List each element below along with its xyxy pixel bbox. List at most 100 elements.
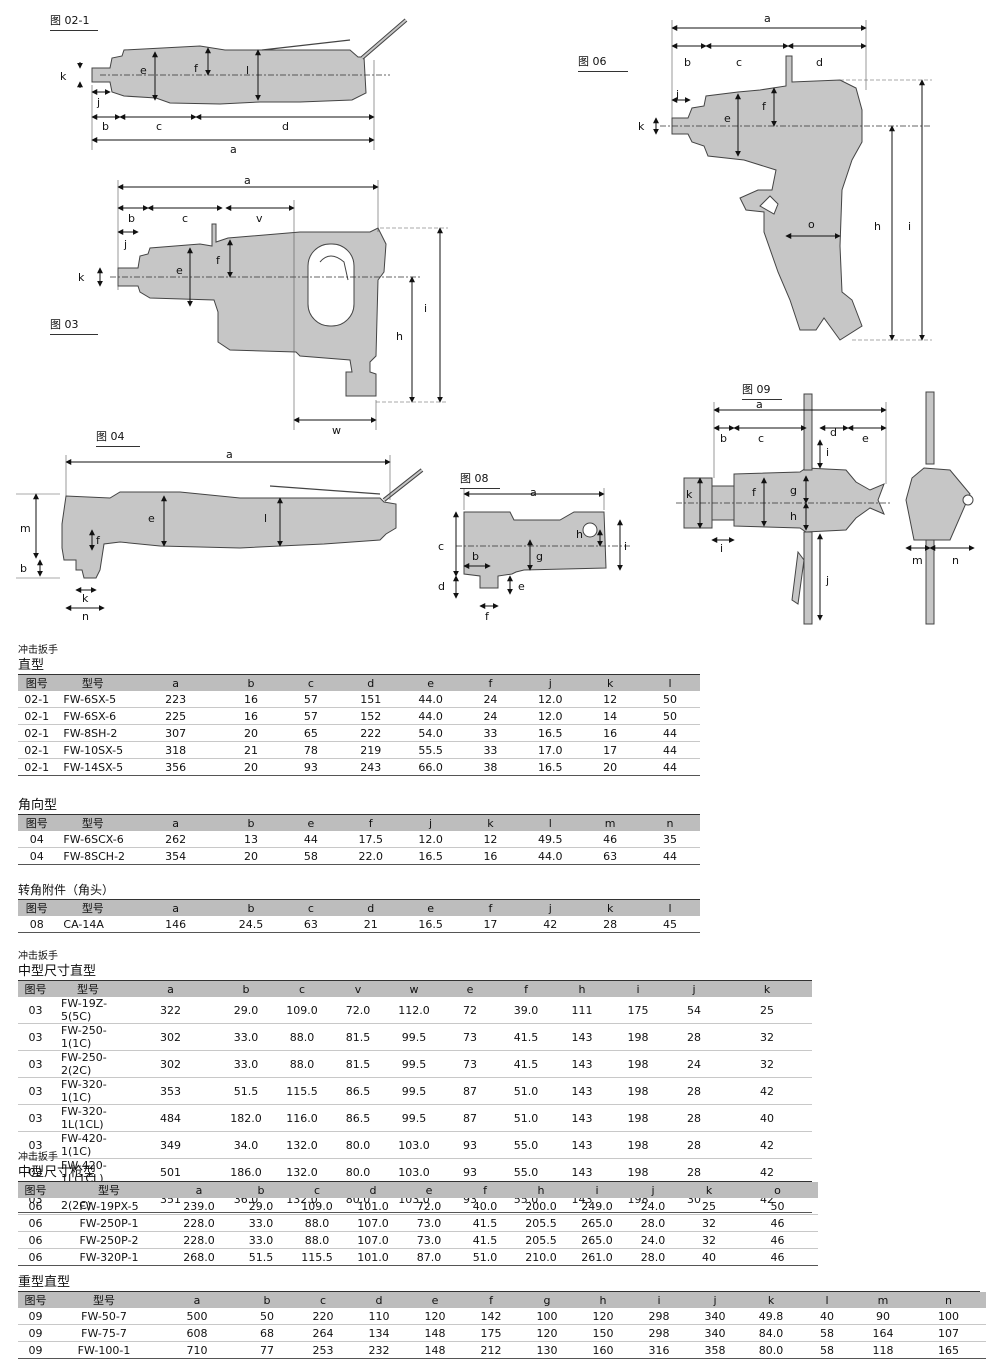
dimension-cell: 44.0 xyxy=(400,691,461,708)
figure-06-tool-drawing: a b c d j k e f o h i xyxy=(638,12,932,341)
dimension-cell: 88.0 xyxy=(289,1231,345,1249)
dimension-cell: 28 xyxy=(666,1131,722,1159)
dimension-cell: 32 xyxy=(681,1231,737,1249)
dimension-cell: 24 xyxy=(460,691,521,708)
model-cell: FW-250-1(1C) xyxy=(53,1023,123,1051)
dim-label: w xyxy=(332,424,341,437)
model-cell: FW-8SH-2 xyxy=(55,724,131,742)
figure-number-cell: 02-1 xyxy=(18,724,56,742)
dimension-cell: 16 xyxy=(221,691,281,708)
dimension-cell: 28 xyxy=(666,1023,722,1051)
column-header: a xyxy=(130,815,222,831)
dimension-cell: 33 xyxy=(460,724,521,742)
dimension-cell: 340 xyxy=(687,1308,743,1325)
dimension-cell: 243 xyxy=(340,758,401,776)
dimension-cell: 143 xyxy=(554,1131,610,1159)
dimension-cell: 103.0 xyxy=(386,1131,442,1159)
dim-label: k xyxy=(686,488,693,501)
dim-label: d xyxy=(438,580,445,593)
column-header: j xyxy=(400,815,461,831)
dimension-cell: 16 xyxy=(221,707,281,725)
dimension-cell: 223 xyxy=(130,691,222,708)
figure-title-03: 图 03 xyxy=(50,316,98,335)
dim-label: i xyxy=(826,446,829,459)
dimension-cell: 42 xyxy=(520,916,581,933)
dimension-cell: 72.0 xyxy=(330,997,386,1024)
column-header: 图号 xyxy=(18,1292,53,1308)
column-header: j xyxy=(625,1182,681,1198)
dimension-cell: 24.0 xyxy=(625,1198,681,1215)
dimension-cell: 41.5 xyxy=(457,1231,513,1249)
dimension-cell: 16.5 xyxy=(400,847,461,865)
section-title: 中型尺寸枪型 xyxy=(18,1165,97,1180)
column-header: k xyxy=(722,981,812,997)
dim-label: o xyxy=(808,218,815,231)
dimension-cell: 42 xyxy=(722,1077,812,1105)
dimension-cell: 33 xyxy=(460,741,521,759)
dim-label: d xyxy=(816,56,823,69)
dimension-cell: 228.0 xyxy=(165,1214,233,1232)
model-cell: FW-320-1L(1CL) xyxy=(53,1104,123,1132)
dimension-cell: 40 xyxy=(799,1308,855,1325)
dimension-cell: 81.5 xyxy=(330,1050,386,1078)
dimension-cell: 175 xyxy=(463,1324,519,1342)
dimension-cell: 298 xyxy=(631,1324,687,1342)
dim-label: i xyxy=(908,220,911,233)
column-header: c xyxy=(280,900,341,916)
dimension-cell: 58 xyxy=(280,847,341,865)
dimension-cell: 51.5 xyxy=(233,1248,289,1266)
dimension-cell: 239.0 xyxy=(165,1198,233,1215)
model-cell: FW-19PX-5 xyxy=(53,1198,165,1215)
dim-label: d xyxy=(282,120,289,133)
column-header: l xyxy=(799,1292,855,1308)
column-header: a xyxy=(165,1182,233,1198)
dimension-cell: 118 xyxy=(855,1341,911,1359)
dimension-cell: 51.0 xyxy=(498,1104,554,1132)
section-title: 重型直型 xyxy=(18,1275,71,1290)
dimension-cell: 86.5 xyxy=(330,1104,386,1132)
dimension-cell: 265.0 xyxy=(569,1231,625,1249)
figure-number-cell: 03 xyxy=(18,1104,53,1132)
column-header: b xyxy=(221,675,281,691)
dimension-cell: 57 xyxy=(280,691,341,708)
dimension-cell: 39.0 xyxy=(498,997,554,1024)
dimension-cell: 99.5 xyxy=(386,1023,442,1051)
dimension-cell: 73 xyxy=(442,1023,498,1051)
dimension-cell: 120 xyxy=(519,1324,575,1342)
dimension-cell: 44 xyxy=(640,741,700,759)
dimension-cell: 33.0 xyxy=(233,1231,289,1249)
dim-label: c xyxy=(758,432,764,445)
dim-label: j xyxy=(123,238,127,251)
dim-label: a xyxy=(230,143,237,156)
column-header: m xyxy=(580,815,641,831)
dimension-cell: 87.0 xyxy=(401,1248,457,1266)
dimension-cell: 116.0 xyxy=(274,1104,330,1132)
dim-label: e xyxy=(140,64,147,77)
dimension-cell: 35 xyxy=(640,831,700,848)
dimension-cell: 63 xyxy=(580,847,641,865)
dimension-cell: 87 xyxy=(442,1104,498,1132)
dim-label: b xyxy=(472,550,479,563)
dimension-cell: 24 xyxy=(460,707,521,725)
column-header: 图号 xyxy=(18,815,56,831)
figure-number-cell: 03 xyxy=(18,997,53,1024)
column-header: k xyxy=(580,900,641,916)
column-header: a xyxy=(123,981,218,997)
model-cell: FW-50-7 xyxy=(53,1308,155,1325)
dim-label: i xyxy=(424,302,427,315)
column-header: d xyxy=(345,1182,401,1198)
column-header: k xyxy=(580,675,641,691)
dimension-cell: 44 xyxy=(640,724,700,742)
dimension-cell: 120 xyxy=(575,1308,631,1325)
dimension-cell: 107.0 xyxy=(345,1214,401,1232)
figure-number-cell: 03 xyxy=(18,1050,53,1078)
dimension-cell: 302 xyxy=(123,1023,218,1051)
column-header: i xyxy=(610,981,666,997)
